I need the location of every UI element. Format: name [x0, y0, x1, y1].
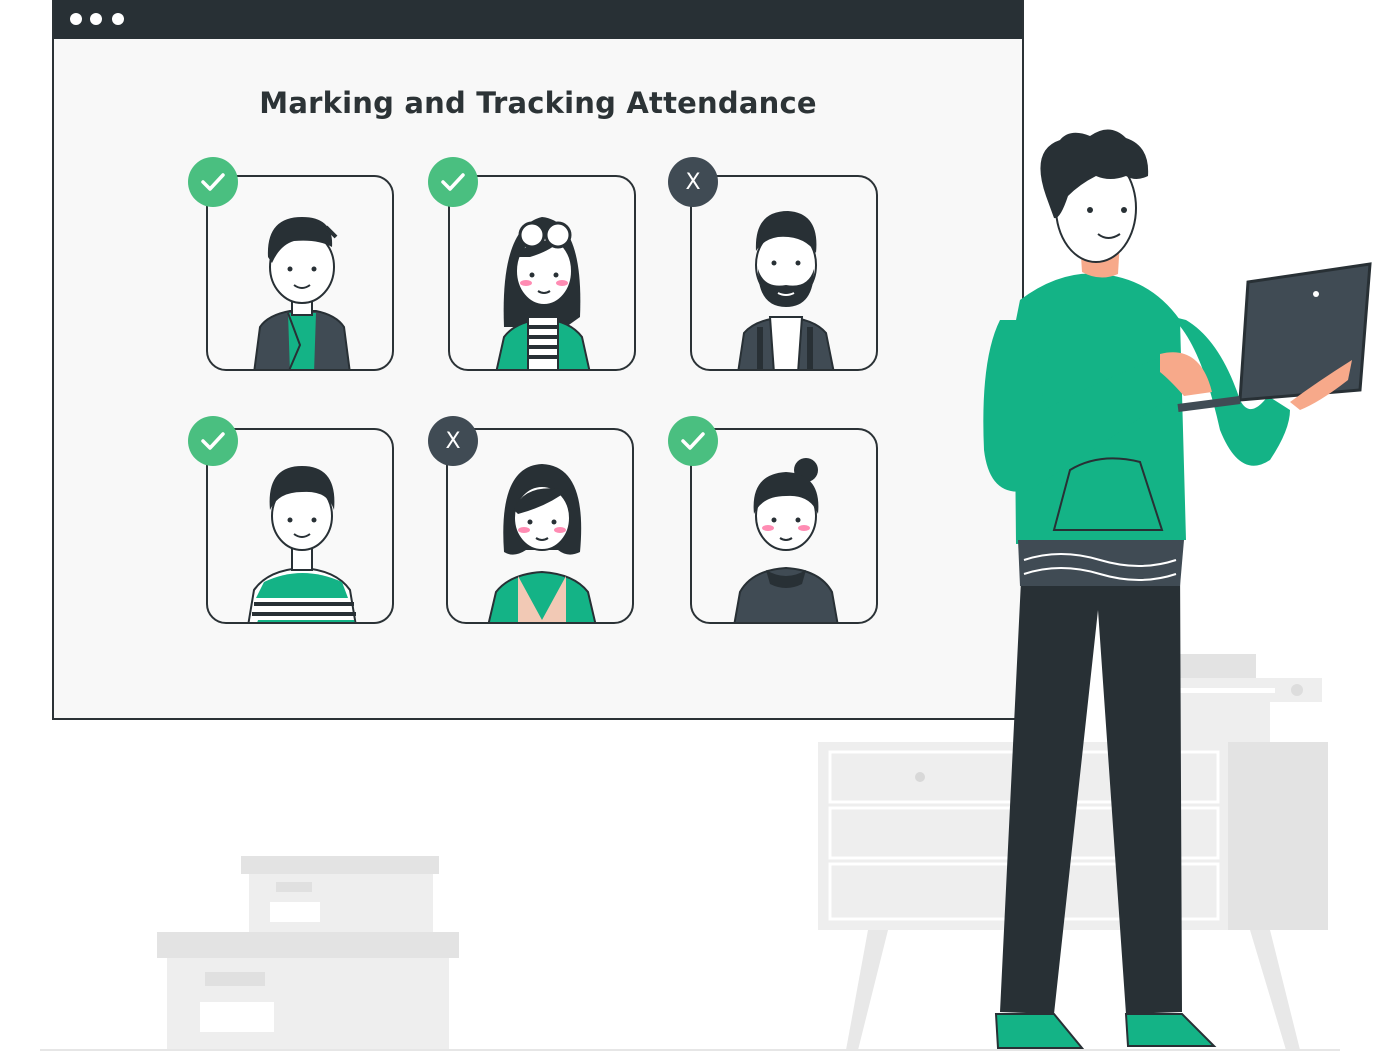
absent-badge-1: X [668, 157, 718, 207]
left-shoe [994, 1013, 1085, 1049]
avatar-woman-bob [487, 464, 597, 622]
checkmark-icon [681, 432, 705, 450]
window-dot-1[interactable] [70, 13, 82, 25]
avatar-woman-glasses [495, 217, 591, 369]
curly-hair [1040, 129, 1149, 219]
hoodie-waistband [1018, 540, 1184, 586]
checkmark-icon [441, 173, 465, 191]
window-dot-2[interactable] [90, 13, 102, 25]
attendee-card-5[interactable] [446, 428, 634, 624]
x-icon: X [685, 169, 701, 195]
checkmark-icon [201, 432, 225, 450]
present-badge-2 [428, 157, 478, 207]
attendee-card-2[interactable] [448, 175, 636, 371]
window-titlebar [54, 0, 1022, 39]
trousers [1000, 560, 1182, 1014]
present-badge-4 [668, 416, 718, 466]
avatar-man-jacket [253, 217, 351, 369]
checkmark-icon [201, 173, 225, 191]
x-icon: X [445, 428, 461, 454]
laptop [1238, 262, 1372, 402]
present-badge-1 [188, 157, 238, 207]
attendance-window: Marking and Tracking Attendance [52, 0, 1024, 720]
attendee-card-4[interactable] [206, 428, 394, 624]
right-arm [1170, 316, 1290, 466]
present-badge-3 [188, 416, 238, 466]
page-title: Marking and Tracking Attendance [259, 86, 817, 120]
avatar-bearded-man [737, 211, 835, 369]
attendee-card-6[interactable] [690, 428, 878, 624]
avatar-man-bun [733, 458, 839, 622]
attendee-card-3[interactable] [690, 175, 878, 371]
right-shoe [1124, 1013, 1217, 1047]
left-arm [983, 320, 1180, 492]
attendee-card-1[interactable] [206, 175, 394, 371]
absent-badge-2: X [428, 416, 478, 466]
avatar-man-striped-shirt [247, 466, 357, 622]
window-dot-3[interactable] [112, 13, 124, 25]
